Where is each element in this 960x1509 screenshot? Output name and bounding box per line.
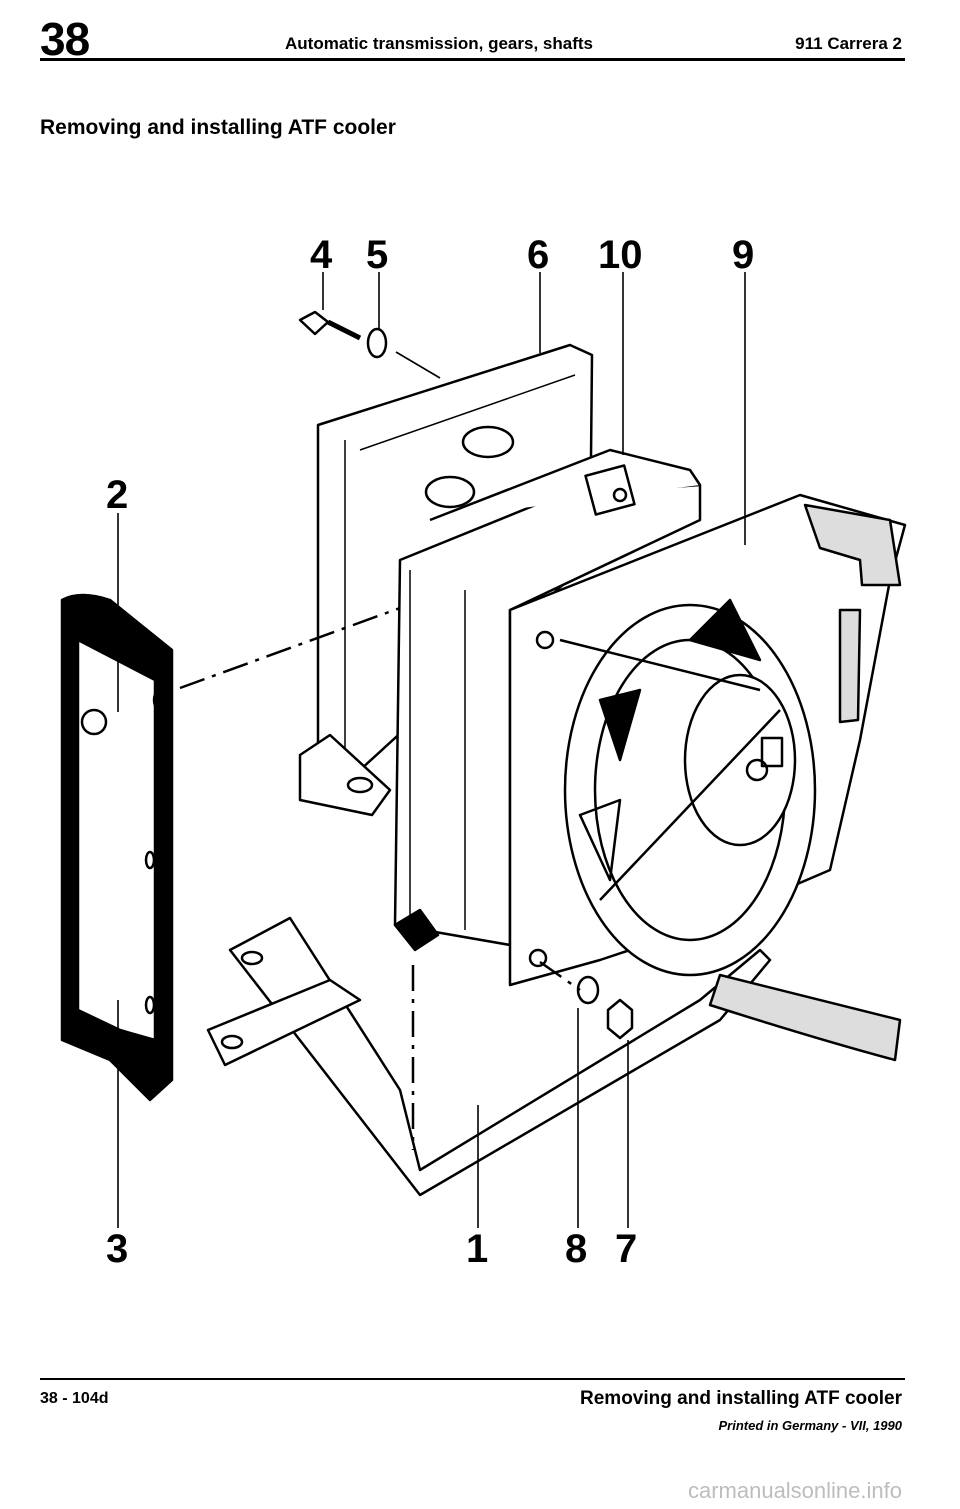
nut-7: [606, 998, 634, 1040]
page-title: Removing and installing ATF cooler: [40, 116, 396, 139]
hose-top: [803, 503, 902, 587]
watermark: carmanualsonline.info: [687, 1478, 902, 1503]
model-name: 911 Carrera 2: [795, 34, 902, 53]
cover-plate: [60, 593, 174, 1102]
chapter-number: 38: [40, 13, 90, 65]
callout-1: 1: [466, 1227, 488, 1271]
footer-section-title: Removing and installing ATF cooler: [580, 1388, 902, 1409]
hose-right: [838, 608, 862, 724]
callout-2: 2: [106, 473, 128, 517]
print-notice: Printed in Germany - VII, 1990: [718, 1418, 902, 1433]
bolt: [298, 310, 362, 341]
page-reference: 38 - 104d: [40, 1390, 109, 1407]
header-rule: [40, 58, 905, 61]
washer: [366, 327, 388, 359]
callout-9: 9: [732, 233, 754, 277]
footer-rule: [40, 1378, 905, 1380]
callout-8: 8: [565, 1227, 587, 1271]
washer-8: [576, 975, 600, 1005]
exploded-diagram: 4 5 6 10 9 2 3 1 8 7: [60, 233, 907, 1271]
hose: [708, 973, 902, 1062]
callout-10: 10: [598, 233, 643, 277]
callout-6: 6: [527, 233, 549, 277]
callout-5: 5: [366, 233, 388, 277]
fan-assembly: [559, 598, 817, 977]
callout-7: 7: [615, 1227, 637, 1271]
callout-3: 3: [106, 1227, 128, 1271]
grommet: [393, 908, 440, 952]
callout-4: 4: [310, 233, 333, 277]
bracket: [206, 916, 772, 1197]
section-title: Automatic transmission, gears, shafts: [285, 34, 593, 53]
